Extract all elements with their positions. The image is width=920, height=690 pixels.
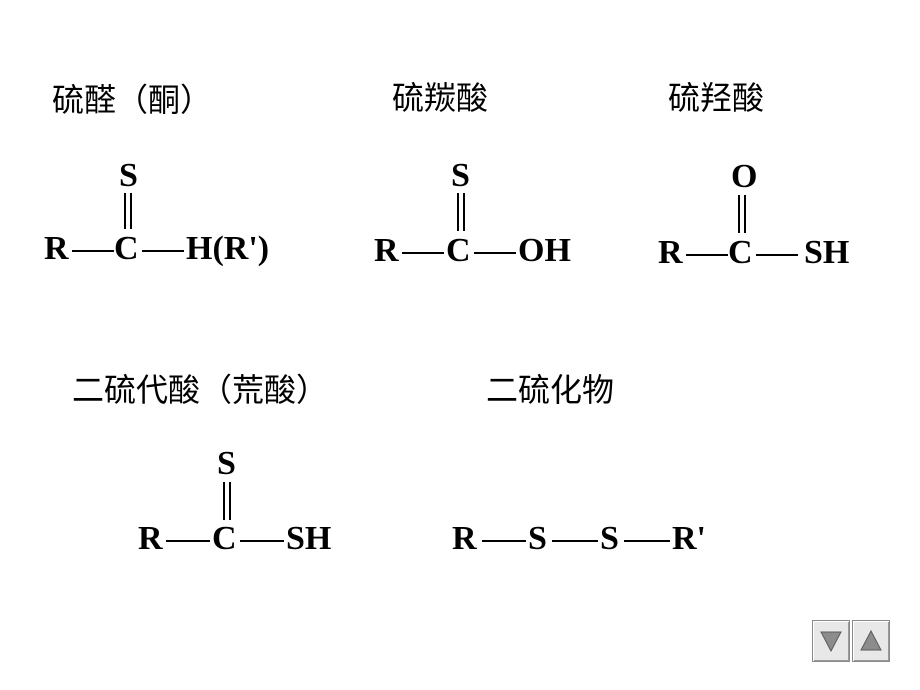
double-bond-line [223, 482, 225, 520]
atom-left: R [658, 234, 683, 271]
title-thioaldehyde: 硫醛（酮） [52, 81, 213, 119]
double-bond-line [744, 195, 746, 233]
atom-center: C [114, 230, 139, 267]
single-bond [474, 252, 516, 254]
atom-top: S [217, 445, 236, 482]
double-bond-line [130, 193, 132, 229]
double-bond-line [457, 193, 459, 231]
slide-nav [812, 620, 890, 662]
atom-center: C [728, 234, 753, 271]
atom-s: S [600, 520, 619, 557]
single-bond [756, 254, 798, 256]
single-bond [686, 254, 728, 256]
double-bond-line [738, 195, 740, 233]
atom-left: R [374, 232, 399, 269]
double-bond-line [229, 482, 231, 520]
title-dithio-acid: 二硫代酸（荒酸） [72, 371, 329, 409]
single-bond [552, 540, 598, 542]
title-disulfide: 二硫化物 [486, 371, 615, 409]
triangle-up-icon [860, 629, 882, 651]
atom-left: R [138, 520, 163, 557]
title-thiohydroxy-acid: 硫羟酸 [668, 79, 765, 117]
single-bond [240, 540, 284, 542]
double-bond-line [124, 193, 126, 229]
title-thiocarboxylic-acid: 硫羰酸 [392, 79, 489, 117]
single-bond [482, 540, 526, 542]
atom-center: C [212, 520, 237, 557]
atom-top: S [451, 157, 470, 194]
double-bond-line [463, 193, 465, 231]
single-bond [72, 250, 114, 252]
atom-top: S [119, 157, 138, 194]
atom-right: H(R') [186, 230, 270, 267]
atom-right: SH [804, 234, 850, 271]
atom-left: R [44, 230, 69, 267]
single-bond [166, 540, 210, 542]
atom-top: O [731, 158, 758, 195]
single-bond [624, 540, 670, 542]
atom-center: C [446, 232, 471, 269]
atom-right: SH [286, 520, 332, 557]
atom-r: R [452, 520, 477, 557]
next-slide-button[interactable] [852, 620, 890, 662]
atom-right: OH [518, 232, 571, 269]
atom-s: S [528, 520, 547, 557]
single-bond [402, 252, 444, 254]
single-bond [142, 250, 184, 252]
triangle-down-icon [820, 631, 842, 653]
prev-slide-button[interactable] [812, 620, 850, 662]
atom-r-prime: R' [672, 520, 706, 557]
